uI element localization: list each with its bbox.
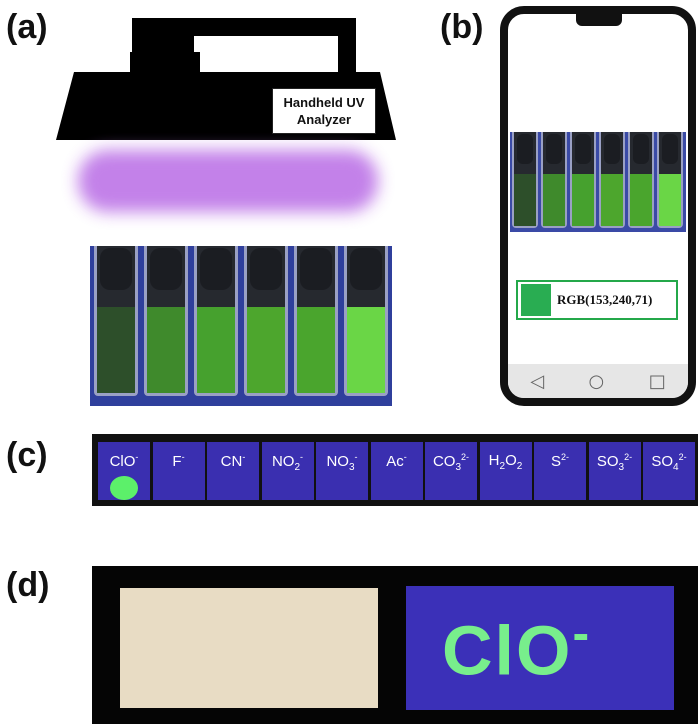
strip-cell: F- — [152, 442, 205, 500]
uv-light-glow — [78, 150, 378, 212]
ion-label: ClO- — [109, 452, 139, 470]
strip-cell: SO42- — [643, 442, 695, 500]
strip-cell: Ac- — [370, 442, 423, 500]
paper-daylight — [120, 588, 378, 708]
home-icon[interactable]: ○ — [588, 370, 605, 392]
vial — [599, 132, 625, 228]
uv-analyzer-body — [56, 18, 396, 140]
ion-label: S2- — [550, 452, 570, 470]
vial — [570, 132, 596, 228]
strip-cell: H2O2 — [479, 442, 532, 500]
vial — [294, 246, 338, 396]
phone-nav-bar: ◁ ○ □ — [508, 364, 688, 398]
ion-label: NO3- — [326, 452, 358, 473]
vial — [344, 246, 388, 396]
rgb-readout: RGB(153,240,71) — [516, 280, 678, 320]
ion-label: H2O2 — [488, 452, 523, 472]
fluorescent-spot — [110, 476, 138, 500]
ion-label: NO2- — [271, 452, 304, 473]
vial — [541, 132, 567, 228]
strip-cell: SO32- — [588, 442, 641, 500]
back-icon[interactable]: ◁ — [530, 370, 545, 392]
phone-vial-photo — [510, 132, 686, 232]
strip-cell: S2- — [534, 442, 586, 500]
strip-cell: NO3- — [316, 442, 368, 500]
ion-label: Ac- — [386, 452, 407, 470]
vial — [512, 132, 538, 228]
ion-label: SO42- — [651, 452, 687, 473]
vial — [657, 132, 683, 228]
rgb-color-swatch — [521, 284, 551, 316]
panel-label-d: (d) — [6, 566, 50, 604]
recent-apps-icon[interactable]: □ — [648, 370, 666, 392]
ion-label: F- — [172, 452, 185, 470]
vial-photo — [90, 246, 392, 406]
analyzer-label-line1: Handheld UV — [283, 95, 365, 110]
analyzer-label-line2: Analyzer — [296, 112, 352, 127]
panel-label-a: (a) — [6, 8, 48, 46]
ion-label: CO32- — [432, 452, 470, 473]
written-clo-text: ClO- — [442, 605, 592, 690]
phone-notch — [576, 14, 622, 26]
strip-cell: NO2- — [261, 442, 314, 500]
panel-label-b: (b) — [440, 8, 484, 46]
test-strip: ClO- F- CN- NO2- NO3- Ac- CO32- H2O2 S2- SO32- SO4… — [92, 434, 698, 506]
vial — [244, 246, 288, 396]
paper-uv: ClO- — [406, 586, 674, 710]
vial — [194, 246, 238, 396]
vial — [628, 132, 654, 228]
ion-label: CN- — [220, 452, 246, 470]
strip-cell: ClO- — [98, 442, 150, 500]
panel-label-c: (c) — [6, 436, 48, 474]
vial — [94, 246, 138, 396]
strip-cell: CN- — [207, 442, 259, 500]
ion-label: SO32- — [596, 452, 633, 473]
analyzer-label: Handheld UV Analyzer — [272, 88, 376, 134]
strip-cell: CO32- — [425, 442, 477, 500]
rgb-value-text: RGB(153,240,71) — [557, 292, 653, 307]
paper-panel: ClO- — [92, 566, 698, 724]
smartphone: RGB(153,240,71) ◁ ○ □ — [500, 6, 696, 406]
vial — [144, 246, 188, 396]
